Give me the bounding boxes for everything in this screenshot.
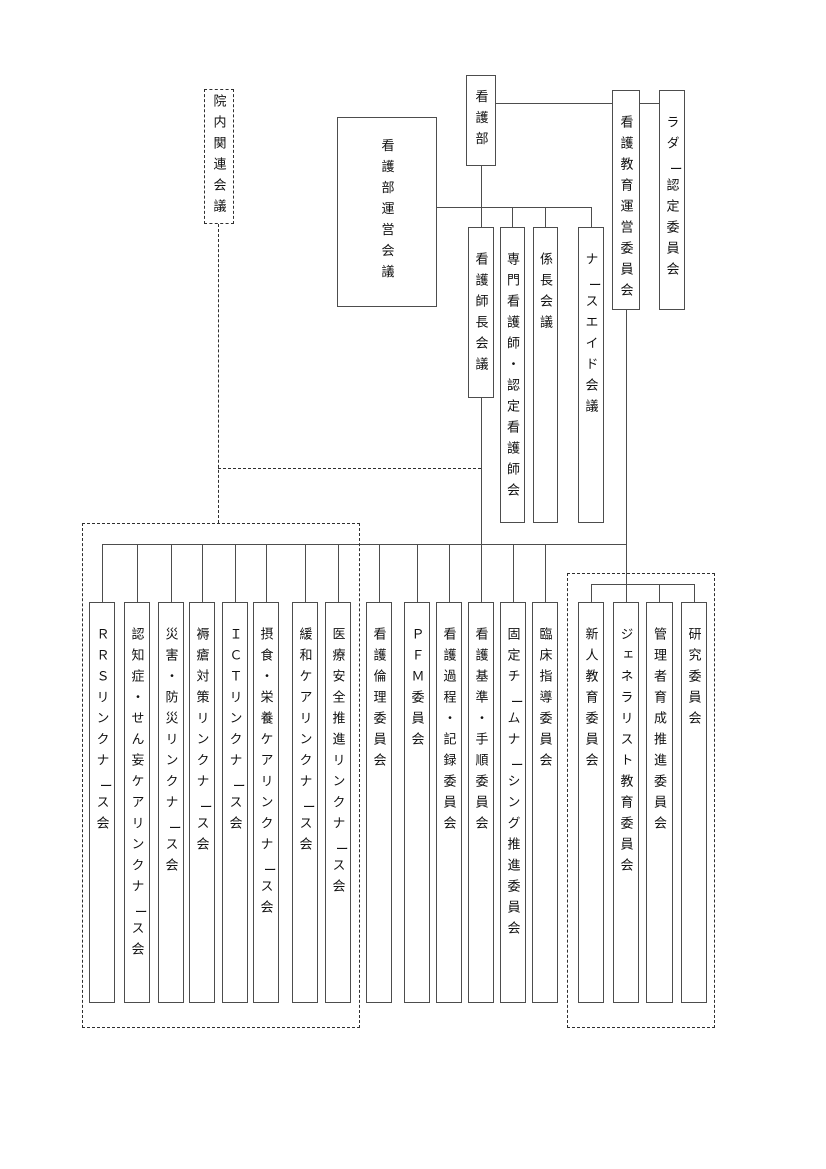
connector-drop — [449, 544, 450, 602]
connector-drop — [171, 544, 172, 602]
connector-drop — [202, 544, 203, 602]
connector-drop-nurse-aide — [591, 207, 592, 227]
node-label: 研究委員会 — [686, 627, 702, 732]
node-label: 院内関連会議 — [211, 93, 227, 220]
node-medical-safety-link-nurse: 医療安全推進リンクナース会 — [325, 602, 351, 1003]
node-label: 褥瘡対策リンクナース会 — [191, 627, 213, 858]
connector-drop — [137, 544, 138, 602]
node-section-chief-meeting: 係長会議 — [533, 227, 558, 523]
connector-root-down — [481, 166, 482, 227]
node-clinical-guidance-committee: 臨床指導委員会 — [532, 602, 558, 1003]
connector-dashed-in-hospital-link — [218, 468, 481, 469]
node-nursing-process-records-committee: 看護過程・記録委員会 — [436, 602, 462, 1003]
node-ladder-certification-committee: ラダー認定委員会 — [659, 90, 685, 310]
node-label: 災害・防災リンクナース会 — [160, 627, 182, 879]
education-committees-group-box — [567, 573, 715, 1028]
node-nursing-education-operations-committee: 看護教育運営委員会 — [612, 90, 640, 310]
node-label: ナースエイド会議 — [580, 252, 602, 420]
node-label: 医療安全推進リンクナース会 — [327, 627, 349, 900]
node-label: 看護部運営会議 — [379, 138, 395, 286]
connector-drop-specialists — [512, 207, 513, 227]
node-nursing-dept-operations-meeting: 看護部運営会議 — [337, 117, 437, 307]
node-nursing-department: 看護部 — [466, 75, 496, 166]
node-label: 看護部 — [473, 89, 489, 152]
connector-dashed-in-hospital-down — [218, 224, 219, 523]
connector-meetings-row — [437, 207, 591, 208]
node-label: 看護師長会議 — [473, 252, 489, 378]
connector-drop — [591, 584, 592, 602]
node-manager-development-committee: 管理者育成推進委員会 — [646, 602, 673, 1003]
connector-drop — [102, 544, 103, 602]
node-nurse-aide-meeting: ナースエイド会議 — [578, 227, 604, 523]
node-label: 認知症・せん妄ケアリンクナース会 — [126, 627, 148, 963]
node-label: 看護教育運営委員会 — [618, 115, 634, 304]
node-pfm-committee: ＰＦＭ委員会 — [404, 602, 430, 1003]
node-dementia-delirium-care-link-nurse: 認知症・せん妄ケアリンクナース会 — [124, 602, 150, 1003]
connector-main-committee-bus — [102, 544, 626, 545]
connector-head-nurse-down — [481, 398, 482, 602]
connector-root-to-education-committees — [496, 103, 659, 104]
node-in-hospital-related-meetings: 院内関連会議 — [204, 89, 234, 224]
node-label: 係長会議 — [538, 252, 553, 336]
node-label: 管理者育成推進委員会 — [652, 627, 667, 837]
node-label: ＰＦＭ委員会 — [409, 627, 425, 753]
node-label: 看護倫理委員会 — [371, 627, 387, 774]
node-palliative-care-link-nurse: 緩和ケアリンクナース会 — [292, 602, 318, 1003]
node-fixed-team-nursing-committee: 固定チームナーシング推進委員会 — [500, 602, 526, 1003]
node-nutrition-care-link-nurse: 摂食・栄養ケアリンクナース会 — [253, 602, 279, 1003]
node-label: ラダー認定委員会 — [661, 115, 683, 283]
node-nursing-ethics-committee: 看護倫理委員会 — [366, 602, 392, 1003]
node-label: ジェネラリスト教育委員会 — [618, 627, 634, 879]
connector-drop — [266, 544, 267, 602]
connector-drop — [338, 544, 339, 602]
connector-education-committee-down — [626, 310, 627, 602]
connector-drop — [379, 544, 380, 602]
link-nurse-group-box — [82, 523, 360, 1028]
node-disaster-prevention-link-nurse: 災害・防災リンクナース会 — [158, 602, 184, 1003]
node-rrs-link-nurse: ＲＲＳリンクナース会 — [89, 602, 115, 1003]
connector-drop — [417, 544, 418, 602]
node-label: 摂食・栄養ケアリンクナース会 — [255, 627, 277, 921]
node-pressure-ulcer-link-nurse: 褥瘡対策リンクナース会 — [189, 602, 215, 1003]
node-new-staff-education-committee: 新人教育委員会 — [578, 602, 604, 1003]
connector-drop — [694, 584, 695, 602]
node-certified-nurse-specialists-meeting: 専門看護師・認定看護師会 — [500, 227, 525, 523]
connector-drop-section-chief — [545, 207, 546, 227]
node-label: 専門看護師・認定看護師会 — [505, 252, 520, 504]
connector-drop — [305, 544, 306, 602]
connector-education-bus — [591, 584, 694, 585]
node-ict-link-nurse: ＩＣＴリンクナース会 — [222, 602, 248, 1003]
connector-drop — [235, 544, 236, 602]
node-nursing-standards-procedures-committee: 看護基準・手順委員会 — [468, 602, 494, 1003]
node-label: 固定チームナーシング推進委員会 — [502, 627, 524, 942]
node-head-nurse-meeting: 看護師長会議 — [468, 227, 494, 398]
node-label: ＩＣＴリンクナース会 — [224, 627, 246, 837]
node-label: 臨床指導委員会 — [537, 627, 553, 774]
node-label: 看護基準・手順委員会 — [473, 627, 489, 837]
node-generalist-education-committee: ジェネラリスト教育委員会 — [613, 602, 639, 1003]
node-label: 新人教育委員会 — [583, 627, 599, 774]
node-label: ＲＲＳリンクナース会 — [91, 627, 113, 837]
node-research-committee: 研究委員会 — [681, 602, 707, 1003]
connector-drop — [659, 584, 660, 602]
connector-drop — [513, 544, 514, 602]
node-label: 看護過程・記録委員会 — [441, 627, 457, 837]
connector-drop — [545, 544, 546, 602]
node-label: 緩和ケアリンクナース会 — [294, 627, 316, 858]
